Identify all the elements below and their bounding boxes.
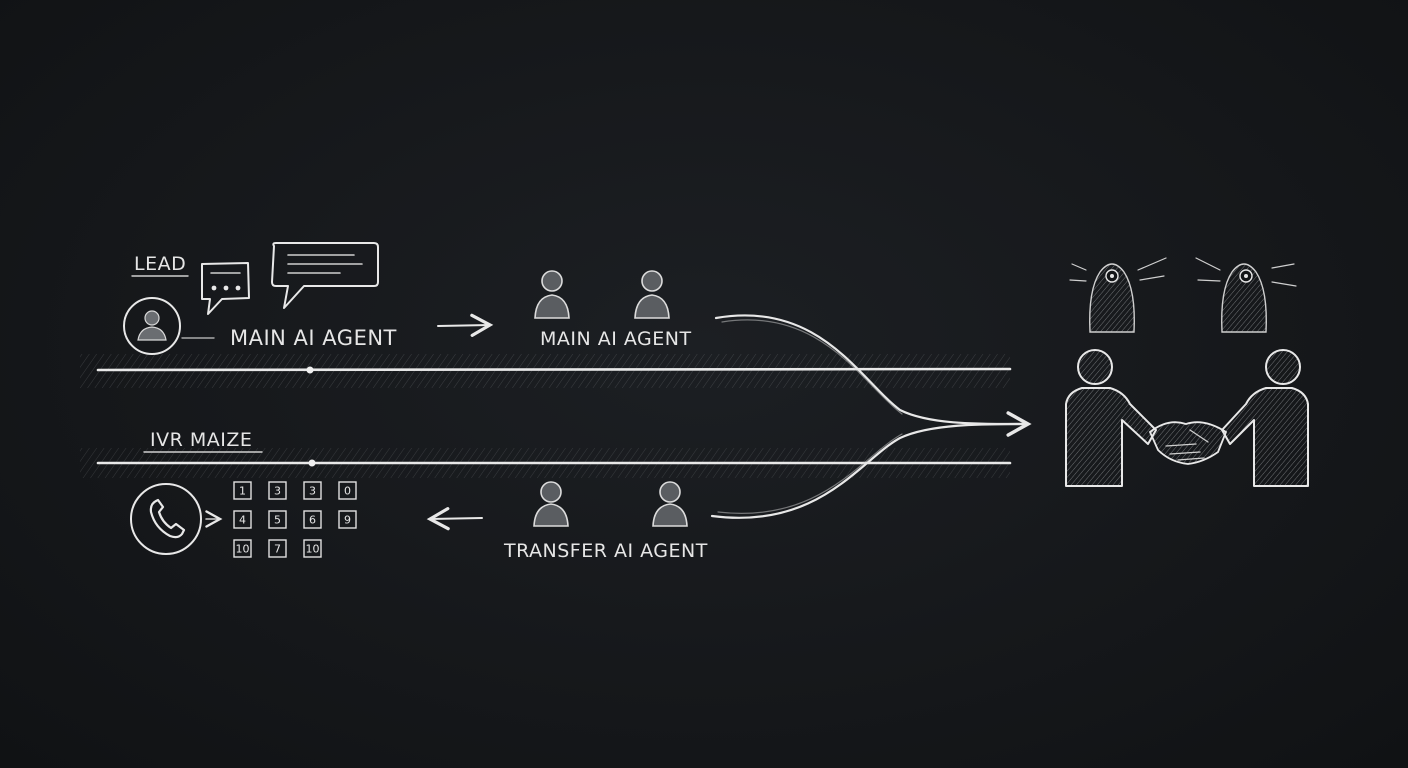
chat-bubble-lines-icon bbox=[271, 242, 379, 309]
chat-bubble-dots-icon bbox=[201, 262, 250, 315]
keypad-key: 4 bbox=[233, 510, 252, 529]
person-icon bbox=[533, 481, 569, 527]
keypad-key: 6 bbox=[303, 510, 322, 529]
keypad-key: 3 bbox=[268, 481, 287, 500]
handshake-icon bbox=[1065, 349, 1309, 487]
person-icon bbox=[652, 481, 688, 527]
top-track bbox=[80, 354, 1012, 388]
person-circle-icon bbox=[123, 297, 215, 355]
keypad-key: 1 bbox=[233, 481, 252, 500]
keypad-key-label: 7 bbox=[274, 543, 281, 556]
transfer-agent-persons bbox=[533, 481, 688, 527]
phone-circle-icon bbox=[130, 483, 223, 555]
keypad-key: 0 bbox=[338, 481, 357, 500]
keypad-key: 3 bbox=[303, 481, 322, 500]
lead-label: LEAD bbox=[134, 253, 186, 275]
arrow-right-icon bbox=[437, 313, 494, 337]
lead-label-group: LEAD bbox=[131, 253, 189, 277]
person-icon bbox=[634, 270, 670, 319]
transfer-agent-label: TRANSFER AI AGENT bbox=[503, 540, 708, 562]
keypad-key-label: 4 bbox=[239, 514, 246, 527]
ivr-keypad: 1 3 3 0 4 5 6 9 10 7 10 bbox=[233, 481, 357, 558]
keypad-key-label: 5 bbox=[274, 514, 281, 527]
merge-curves bbox=[710, 314, 1032, 519]
keypad-key-label: 9 bbox=[344, 514, 351, 527]
hooded-observer-icon bbox=[1069, 257, 1167, 333]
keypad-key-label: 1 bbox=[239, 485, 246, 498]
track-node bbox=[306, 366, 314, 374]
keypad-key-label: 10 bbox=[306, 543, 320, 556]
keypad-key: 10 bbox=[233, 539, 252, 558]
main-agent-persons bbox=[534, 270, 670, 319]
keypad-key-label: 10 bbox=[236, 543, 250, 556]
arrow-left-icon bbox=[426, 507, 483, 531]
ivr-label-group: IVR MAIZE bbox=[143, 429, 263, 453]
main-agent-label-right: MAIN AI AGENT bbox=[540, 328, 692, 350]
hooded-observer-icon bbox=[1195, 257, 1297, 333]
keypad-key-label: 0 bbox=[344, 485, 351, 498]
keypad-key-label: 6 bbox=[309, 514, 316, 527]
keypad-key-label: 3 bbox=[309, 485, 316, 498]
main-agent-label-left: MAIN AI AGENT bbox=[230, 326, 397, 350]
keypad-key: 10 bbox=[303, 539, 322, 558]
keypad-key: 9 bbox=[338, 510, 357, 529]
track-node bbox=[308, 459, 316, 467]
keypad-key-label: 3 bbox=[274, 485, 281, 498]
ivr-label: IVR MAIZE bbox=[150, 429, 252, 451]
keypad-key: 5 bbox=[268, 510, 287, 529]
person-icon bbox=[534, 270, 570, 319]
keypad-key: 7 bbox=[268, 539, 287, 558]
